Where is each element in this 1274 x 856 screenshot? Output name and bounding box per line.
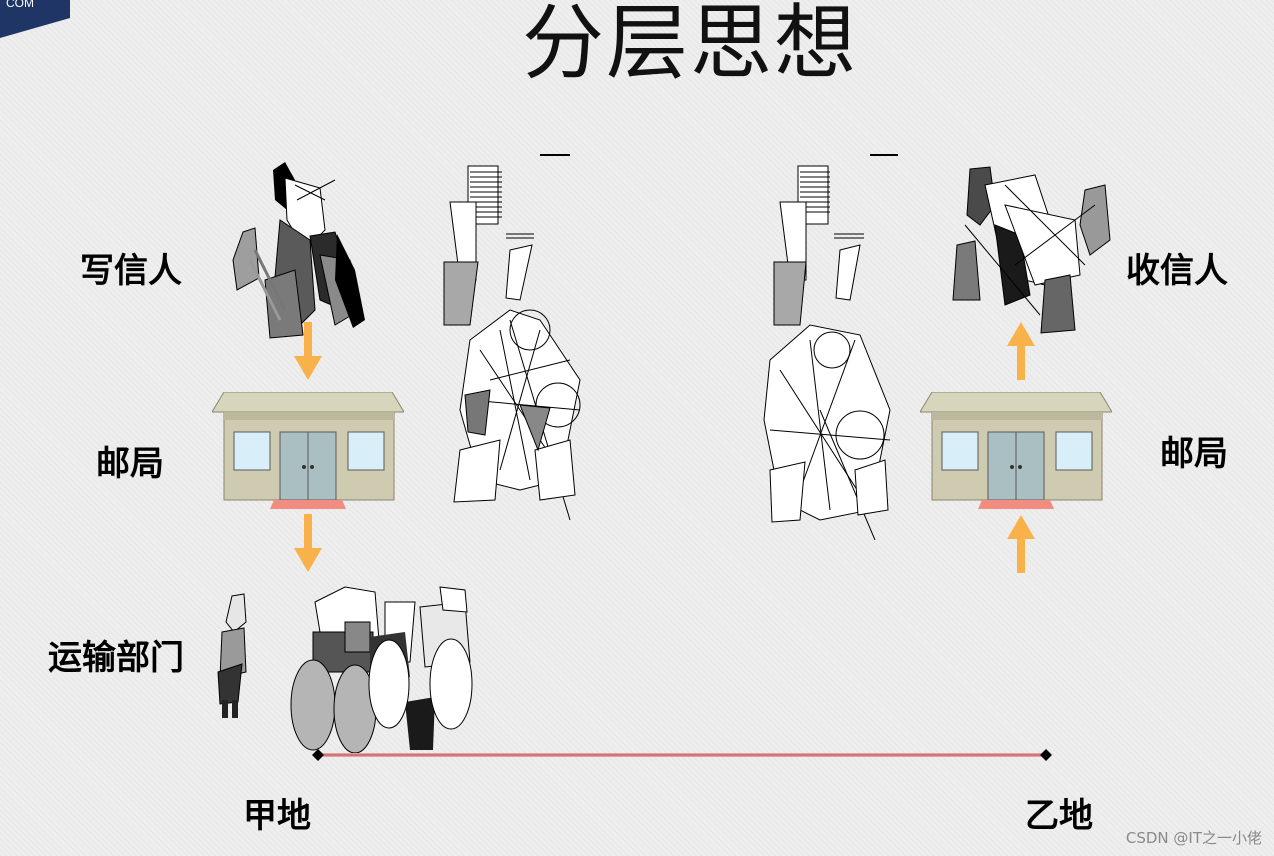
receiver-figure xyxy=(952,166,1111,334)
left-desk-sketch xyxy=(443,154,581,521)
label-receiver: 收信人 xyxy=(1126,251,1228,291)
route-line xyxy=(312,749,1052,761)
svg-text:COM: COM xyxy=(6,0,34,10)
corner-tab: COM xyxy=(0,0,70,38)
arrow-down-2 xyxy=(294,514,322,572)
label-post-office-left: 邮局 xyxy=(96,444,164,484)
label-post-office-right: 邮局 xyxy=(1160,434,1228,474)
transport-vehicle xyxy=(290,586,473,754)
watermark: CSDN @IT之一小佬 xyxy=(1125,829,1262,847)
driver-figure xyxy=(217,593,247,718)
arrow-up-2 xyxy=(1007,515,1035,573)
page-title: 分层思想 xyxy=(521,0,858,91)
post-office-right-building xyxy=(920,392,1112,509)
post-office-left-building xyxy=(212,392,404,509)
right-desk-sketch xyxy=(763,154,898,540)
sender-figure xyxy=(232,162,365,339)
label-place-b: 乙地 xyxy=(1025,796,1093,836)
arrow-down-1 xyxy=(294,322,322,380)
label-transport: 运输部门 xyxy=(48,638,184,678)
label-place-a: 甲地 xyxy=(243,796,311,836)
arrow-up-1 xyxy=(1007,322,1035,380)
label-sender: 写信人 xyxy=(80,251,182,291)
